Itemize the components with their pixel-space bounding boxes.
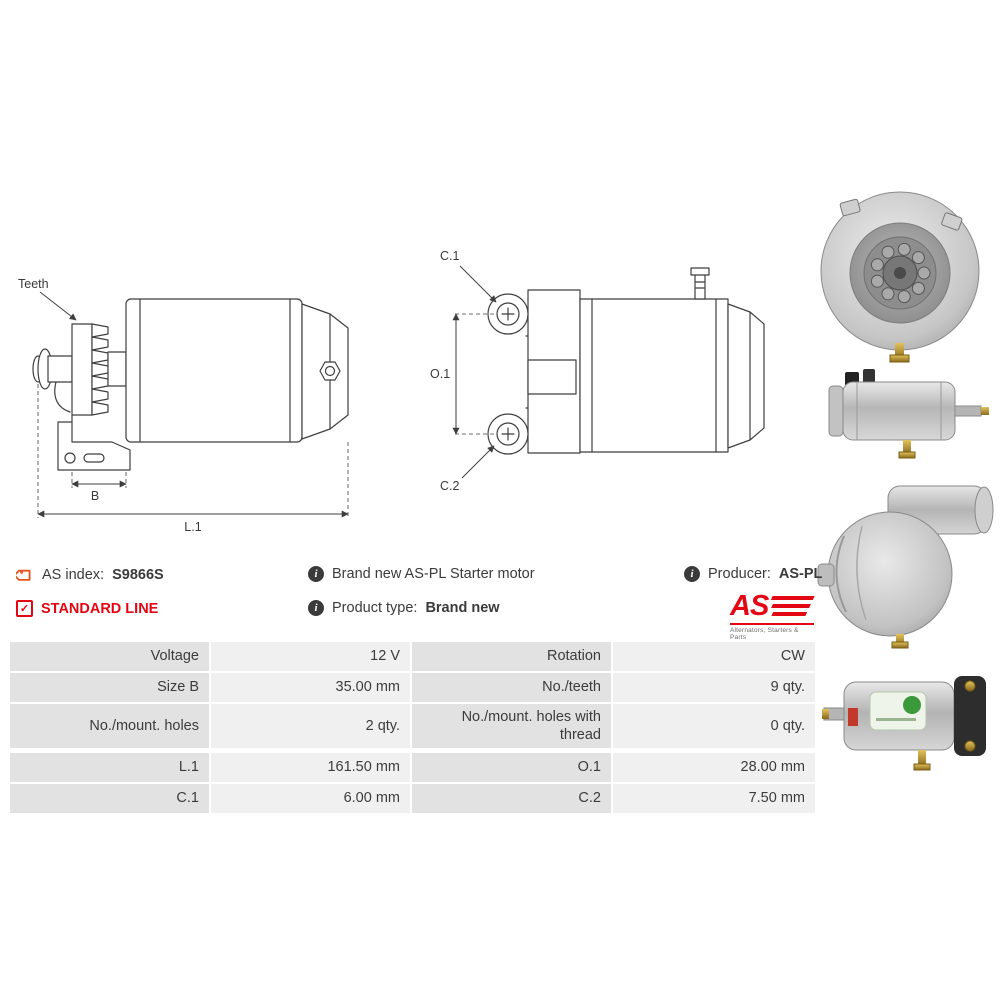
spec-label: C.2 <box>412 784 611 813</box>
info-icon: i <box>308 566 324 582</box>
technical-drawing-side-view: Teeth <box>18 277 349 534</box>
spec-value: 28.00 mm <box>613 753 815 782</box>
product-photo-side-small <box>828 369 989 459</box>
producer-row: i Producer: AS-PL <box>684 566 822 582</box>
as-index-row: AS index: S9866S <box>16 566 164 584</box>
as-index-label: AS index: <box>42 567 105 583</box>
spec-value: 6.00 mm <box>211 784 410 813</box>
spec-value: 12 V <box>211 642 410 671</box>
spec-label: No./mount. holes with thread <box>412 704 611 748</box>
dimension-b: B <box>71 472 127 503</box>
drive-shaft <box>32 348 73 413</box>
info-icon: i <box>308 600 324 616</box>
table-row: C.1 6.00 mm C.2 7.50 mm <box>10 784 815 813</box>
spec-label: C.1 <box>10 784 209 813</box>
technical-drawing-mounting-view: C.1 O.1 C.2 <box>430 249 765 493</box>
dimension-o1: O.1 <box>430 313 494 435</box>
dim-l1-label: L.1 <box>184 520 201 534</box>
spec-value: 9 qty. <box>613 673 815 702</box>
dim-c2-label: C.2 <box>440 479 460 493</box>
product-photo-housing <box>817 485 994 649</box>
spec-value: 2 qty. <box>211 704 410 748</box>
product-type-label: Product type: <box>332 600 418 616</box>
spec-table: Voltage 12 V Rotation CW Size B 35.00 mm… <box>10 642 815 815</box>
dimension-l1: L.1 <box>37 384 349 534</box>
check-icon: ✓ <box>16 600 33 617</box>
table-row: No./mount. holes 2 qty. No./mount. holes… <box>10 704 815 748</box>
teeth-label: Teeth <box>18 277 49 291</box>
dimension-c2: C.2 <box>440 445 495 493</box>
table-row: Voltage 12 V Rotation CW <box>10 642 815 671</box>
tag-icon <box>16 569 31 581</box>
logo-text: AS <box>730 590 769 622</box>
dim-b-label: B <box>91 489 99 503</box>
spec-value: 7.50 mm <box>613 784 815 813</box>
spec-label: O.1 <box>412 753 611 782</box>
as-pl-logo: AS Alternators, Starters & Parts <box>730 590 815 641</box>
spec-label: No./teeth <box>412 673 611 702</box>
spec-label: Size B <box>10 673 209 702</box>
standard-line-row: ✓ STANDARD LINE <box>16 600 158 617</box>
logo-tagline: Alternators, Starters & Parts <box>730 627 799 641</box>
standard-line-badge: STANDARD LINE <box>41 600 159 617</box>
spec-value: CW <box>613 642 815 671</box>
spec-label: L.1 <box>10 753 209 782</box>
spec-value: 0 qty. <box>613 704 815 748</box>
dimension-c1: C.1 <box>440 249 497 303</box>
teeth-arrow <box>39 291 77 321</box>
pinion-gear <box>71 323 127 416</box>
product-type-value: Brand new <box>425 600 500 616</box>
spec-label: No./mount. holes <box>10 704 209 748</box>
product-description: Brand new AS-PL Starter motor <box>332 566 535 582</box>
description-row: i Brand new AS-PL Starter motor <box>308 566 535 582</box>
product-type-row: i Product type: Brand new <box>308 600 500 616</box>
logo-swoosh-icon <box>763 596 815 616</box>
dim-o1-label: O.1 <box>430 367 450 381</box>
logo-underline <box>730 623 814 625</box>
motor-body <box>125 298 349 443</box>
product-photo-front-view <box>820 191 980 363</box>
info-icon: i <box>684 566 700 582</box>
producer-value: AS-PL <box>778 566 823 582</box>
mounting-flange <box>487 289 581 455</box>
dim-c1-label: C.1 <box>440 249 460 263</box>
gear-teeth <box>870 242 931 304</box>
as-index-value: S9866S <box>112 567 164 583</box>
spec-label: Voltage <box>10 642 209 671</box>
mounting-bracket <box>57 414 131 471</box>
product-photo-side-label <box>822 676 986 771</box>
table-row: L.1 161.50 mm O.1 28.00 mm <box>10 753 815 782</box>
motor-body-rear <box>579 267 765 453</box>
producer-label: Producer: <box>708 566 771 582</box>
table-row: Size B 35.00 mm No./teeth 9 qty. <box>10 673 815 702</box>
spec-value: 35.00 mm <box>211 673 410 702</box>
spec-label: Rotation <box>412 642 611 671</box>
spec-value: 161.50 mm <box>211 753 410 782</box>
